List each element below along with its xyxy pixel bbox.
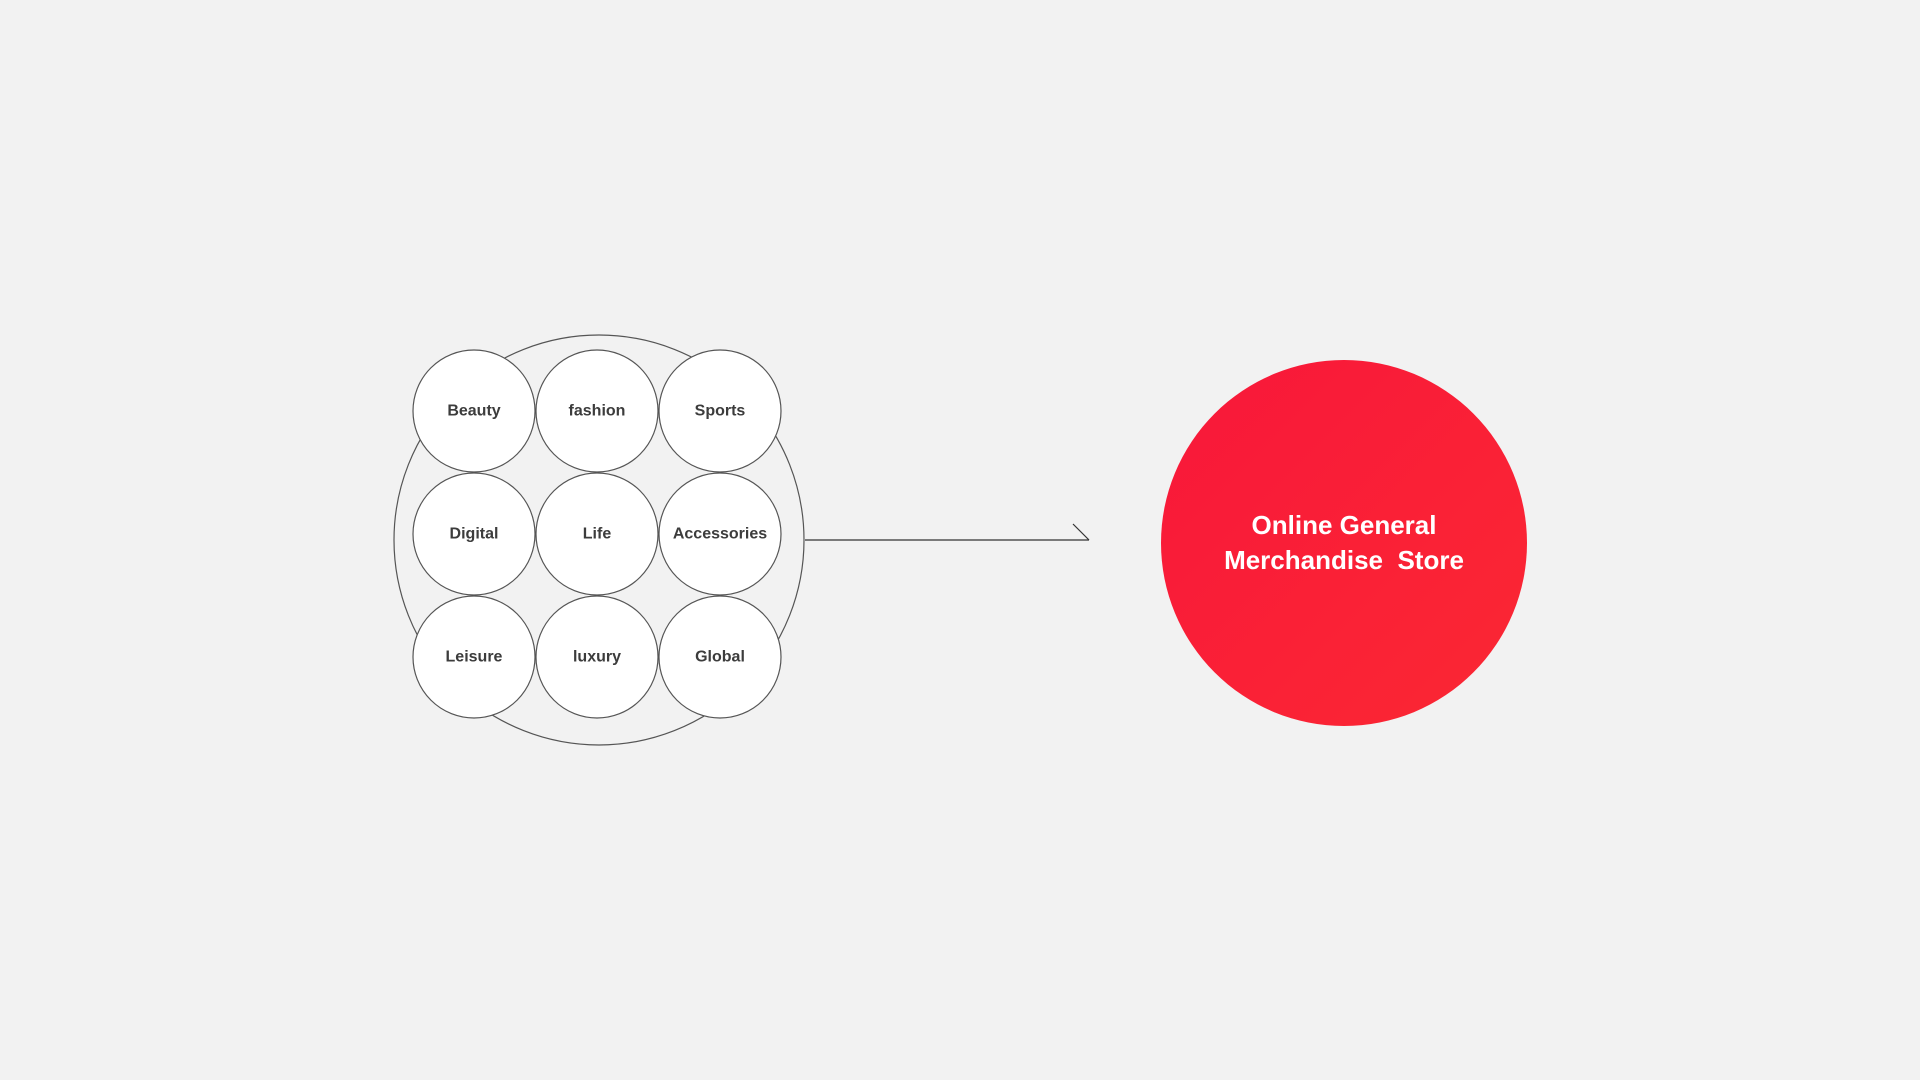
category-node-leisure[interactable]: Leisure [412,595,536,719]
category-node-life[interactable]: Life [535,472,659,596]
category-label: Global [695,649,745,666]
category-node-fashion[interactable]: fashion [535,349,659,473]
store-label-line2: Merchandise Store [1224,545,1464,575]
category-group-outline [393,334,805,746]
category-label: Sports [695,403,746,420]
category-label: luxury [573,649,621,666]
category-node-sports[interactable]: Sports [658,349,782,473]
category-label: Leisure [446,649,503,666]
category-label: Beauty [447,403,500,420]
category-node-digital[interactable]: Digital [412,472,536,596]
category-label: Accessories [673,526,767,543]
category-node-luxury[interactable]: luxury [535,595,659,719]
category-label: fashion [569,403,626,420]
arrow-head [1072,523,1090,541]
category-label: Life [583,526,612,543]
category-label: Digital [450,526,499,543]
category-node-global[interactable]: Global [658,595,782,719]
connector-arrow [805,523,1090,541]
store-label-line1: Online General [1252,510,1437,540]
category-node-beauty[interactable]: Beauty [412,349,536,473]
category-grid: Beauty fashion Sports Digital Life Acces… [412,349,782,719]
store-node[interactable]: Online General Merchandise Store [1161,360,1527,726]
store-circle [1161,360,1527,726]
category-node-accessories[interactable]: Accessories [658,472,782,596]
